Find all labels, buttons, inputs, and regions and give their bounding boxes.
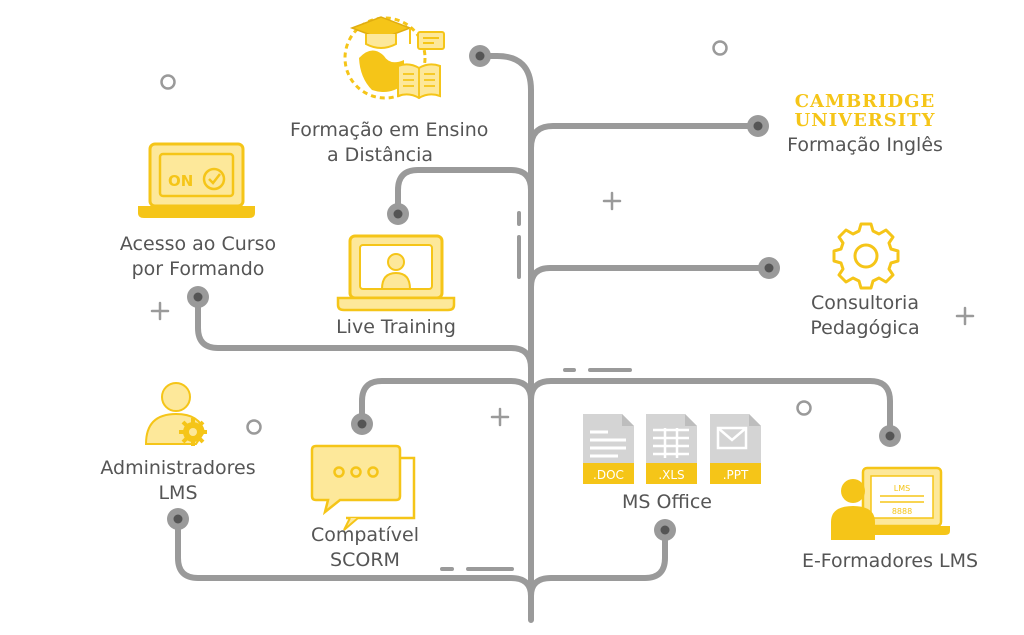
node-e-formadores-text: E-Formadores LMS xyxy=(801,550,979,572)
endpoint-dot-core xyxy=(885,431,895,441)
laptop-on-check-icon: ON xyxy=(138,142,255,218)
node-ms-office-label: MS Office xyxy=(607,490,727,515)
node-compativel-label: Compatível SCORM xyxy=(300,523,430,573)
trainer-laptop-icon: LMS 8888 xyxy=(831,466,950,540)
branch-e-formadores xyxy=(528,378,893,439)
admin-user-gear-icon xyxy=(144,382,207,446)
branch-administradores xyxy=(175,516,534,599)
xls-file-icon: .XLS xyxy=(646,414,697,484)
node-consultoria-label: Consultoria Pedagógica xyxy=(795,291,935,341)
cambridge-logo-line2: UNIVERSITY xyxy=(794,110,936,131)
branch-consultoria xyxy=(528,265,772,290)
node-compativel-line2: SCORM xyxy=(330,549,400,571)
endpoint-dot-core xyxy=(357,419,367,429)
branch-ms-office xyxy=(528,527,668,599)
chat-bubbles-icon xyxy=(310,444,416,531)
plus-decoration xyxy=(602,191,622,211)
laptop-user-icon xyxy=(336,234,456,312)
node-administradores-line1: Administradores xyxy=(100,457,256,479)
node-administradores-line2: LMS xyxy=(158,482,198,504)
plus-decoration xyxy=(150,301,170,321)
endpoint-dot-core xyxy=(660,525,670,535)
ring-decoration xyxy=(712,40,728,56)
node-consultoria-line1: Consultoria xyxy=(811,292,919,314)
decorations xyxy=(150,40,975,571)
node-administradores-label: Administradores LMS xyxy=(95,456,261,506)
ppt-file-label: .PPT xyxy=(723,468,749,482)
endpoint-dot-core xyxy=(764,263,774,273)
node-compativel-line1: Compatível xyxy=(310,524,420,546)
node-acesso-curso-line2: por Formando xyxy=(131,258,265,280)
endpoint-dots xyxy=(167,45,901,541)
endpoint-dot-core xyxy=(753,121,763,131)
branch-compativel xyxy=(359,378,534,427)
node-live-training-label: Live Training xyxy=(326,315,466,340)
xls-file-label: .XLS xyxy=(658,468,684,482)
branch-acesso xyxy=(195,294,534,371)
cambridge-logo-line1: CAMBRIDGE xyxy=(794,91,936,112)
trainer-screen-title: LMS xyxy=(894,484,910,493)
node-acesso-curso-line1: Acesso ao Curso xyxy=(119,233,277,255)
plus-decoration xyxy=(955,306,975,326)
branch-live-training xyxy=(395,167,534,216)
connector-lines xyxy=(175,53,893,623)
node-acesso-curso-label: Acesso ao Curso por Formando xyxy=(110,232,286,282)
node-consultoria-line2: Pedagógica xyxy=(810,317,920,339)
gear-icon xyxy=(832,222,900,290)
trainer-screen-row: 8888 xyxy=(892,507,912,516)
endpoint-dot-core xyxy=(475,51,485,61)
branch-cambridge xyxy=(528,123,761,151)
node-e-formadores-label: E-Formadores LMS xyxy=(795,549,985,574)
node-formacao-ensino-label: Formação em Ensino a Distância xyxy=(290,118,489,168)
doc-file-icon: .DOC xyxy=(583,414,634,484)
node-formacao-ensino-line2: a Distância xyxy=(327,144,433,166)
endpoint-dot-core xyxy=(193,292,203,302)
ring-decoration xyxy=(796,400,812,416)
node-ms-office-text: MS Office xyxy=(622,491,712,513)
endpoint-dot-core xyxy=(393,209,403,219)
node-live-training-text: Live Training xyxy=(336,316,456,338)
node-cambridge-label: Formação Inglês xyxy=(787,134,943,156)
endpoint-dot-core xyxy=(173,514,183,524)
ppt-file-icon: .PPT xyxy=(710,414,761,484)
doc-file-label: .DOC xyxy=(593,468,624,482)
ring-decoration xyxy=(246,419,262,435)
graduation-globe-book-icon xyxy=(343,16,445,100)
trunk-line xyxy=(477,53,534,623)
node-formacao-ensino-line1: Formação em Ensino xyxy=(290,119,489,141)
plus-decoration xyxy=(490,407,510,427)
ring-decoration xyxy=(160,74,176,90)
laptop-screen-text: ON xyxy=(168,172,193,190)
node-cambridge: CAMBRIDGE UNIVERSITY Formação Inglês xyxy=(770,92,960,158)
